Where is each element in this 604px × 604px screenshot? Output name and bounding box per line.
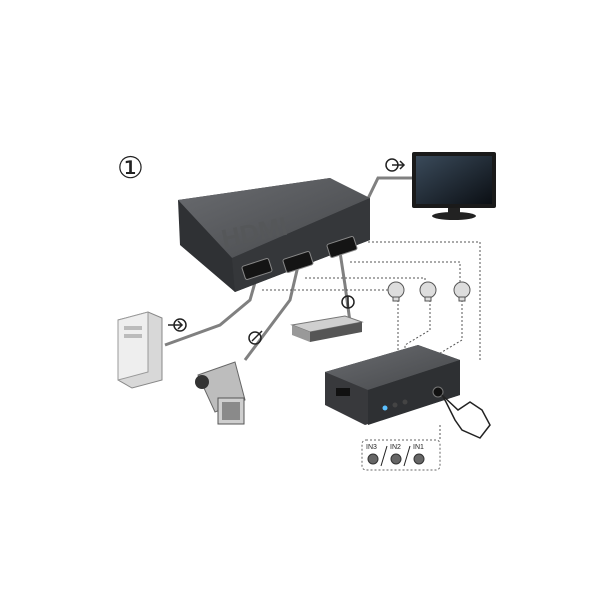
led-bulb-icon xyxy=(387,281,405,302)
camcorder xyxy=(195,361,246,425)
indicator-bulbs xyxy=(387,281,471,302)
input-arrow-icon-dvd xyxy=(341,295,355,309)
input-label-in1: IN1 xyxy=(413,444,424,451)
cable-pc xyxy=(164,271,260,347)
input-led-1 xyxy=(382,405,388,411)
input-label-in3: IN3 xyxy=(366,444,377,451)
input-led-in2 xyxy=(390,453,402,465)
hdmi-port-1 xyxy=(241,258,273,280)
hdmi-switch-closeup xyxy=(325,345,460,425)
input-led-in1 xyxy=(413,453,425,465)
step-marker: ① xyxy=(117,152,144,185)
cable-dvd xyxy=(338,251,352,323)
input-led-2 xyxy=(392,402,398,408)
input-label-in2: IN2 xyxy=(390,444,401,451)
led-bulb-icon xyxy=(453,281,471,302)
hdmi-port-closeup xyxy=(336,388,350,396)
input-label-panel: IN3 IN2 IN1 xyxy=(361,439,441,471)
hdmi-port-3 xyxy=(326,236,358,258)
pointing-hand-icon xyxy=(441,394,491,439)
hdmi-switch-main: HDMI xyxy=(178,178,370,292)
tv-monitor xyxy=(412,152,496,220)
dvd-player xyxy=(290,315,364,342)
select-button xyxy=(432,386,444,398)
computer-tower xyxy=(117,311,163,389)
input-arrow-icon-camcorder xyxy=(248,330,263,345)
indicator-lines xyxy=(262,241,481,440)
hdmi-port-2 xyxy=(282,251,314,273)
led-bulb-icon xyxy=(419,281,437,302)
input-led-in3 xyxy=(367,453,379,465)
input-arrow-icon-pc xyxy=(168,318,187,332)
output-arrow-icon xyxy=(385,158,406,172)
input-led-3 xyxy=(402,399,408,405)
